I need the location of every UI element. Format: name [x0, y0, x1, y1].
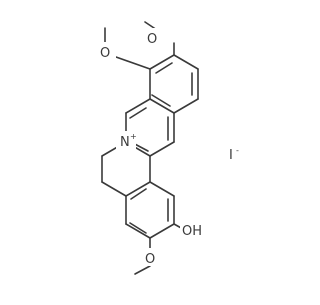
bond: [155, 62, 173, 74]
iodide-charge: -: [236, 146, 239, 155]
iodide-label: I: [229, 148, 233, 163]
label-backgrounds: [96, 28, 208, 266]
oxygen-top-right-label: O: [147, 32, 157, 47]
bond: [134, 265, 151, 275]
bond: [115, 56, 151, 70]
bond: [129, 222, 147, 234]
bonds: [101, 21, 199, 275]
bond: [149, 181, 175, 197]
oxygen-top-left-label: O: [100, 46, 110, 61]
nitrogen-charge: +: [130, 132, 137, 141]
structure-canvas: N + O O OH O I -: [96, 21, 239, 275]
bond: [101, 181, 127, 197]
bond: [125, 223, 151, 239]
bond: [130, 188, 147, 200]
hydroxyl-label: OH: [182, 224, 202, 239]
bond: [125, 181, 151, 197]
atom-labels: N + O O OH O I -: [100, 32, 239, 267]
bond: [125, 98, 151, 114]
nitrogen-label: N: [120, 135, 130, 150]
bond: [173, 98, 199, 114]
molecule-drawing: N + O O OH O I -: [96, 21, 239, 275]
bond: [151, 94, 171, 107]
oxygen-bottom-label: O: [145, 252, 155, 267]
bond: [149, 141, 175, 157]
bond: [173, 54, 199, 70]
bond: [149, 98, 175, 114]
bond: [149, 223, 175, 239]
bond: [129, 107, 147, 119]
bond: [149, 54, 175, 70]
